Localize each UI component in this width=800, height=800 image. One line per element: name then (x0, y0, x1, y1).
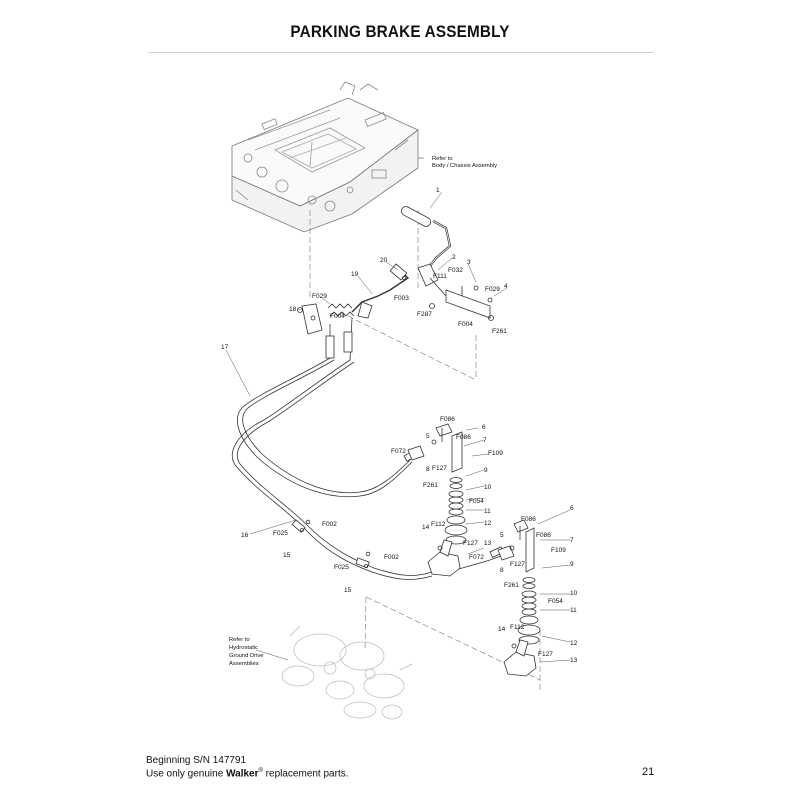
callout-label: 15 (283, 552, 291, 559)
callout-label: 6 (570, 505, 574, 512)
callout-label: 12 (570, 640, 578, 647)
callout-label: 17 (221, 344, 229, 351)
callout-label: F109 (488, 450, 503, 457)
hydro-note-line1: Refer to (229, 637, 250, 643)
callout-label: F127 (510, 561, 525, 568)
callout-label: 3 (467, 259, 471, 266)
callout-label: 11 (484, 508, 491, 515)
callout-label: F109 (551, 547, 566, 554)
cable-upper-ends (325, 317, 353, 361)
callout-label: F112 (431, 521, 446, 528)
callout-label: 5 (426, 433, 430, 440)
title-divider (148, 52, 654, 53)
callout-label: 8 (500, 567, 504, 574)
callout-label: F086 (456, 434, 471, 441)
callout-label: 19 (351, 271, 359, 278)
callout-label: F002 (322, 521, 337, 528)
callout-label: 9 (570, 561, 574, 568)
callout-label: 1 (436, 187, 440, 194)
callout-label: F054 (548, 598, 563, 605)
chassis-note-line2: Body / Chassis Assembly (432, 163, 497, 169)
footer-suffix: replacement parts. (262, 768, 349, 780)
footer-reg-mark: ® (258, 768, 263, 774)
callout-label: F004 (330, 313, 345, 320)
hydro-note-line4: Assemblies (229, 661, 259, 667)
page-number: 21 (642, 766, 655, 778)
linkage-rod (351, 263, 410, 313)
callout-label: 20 (380, 257, 388, 264)
hydro-note-line3: Ground Drive (229, 653, 263, 659)
footer: Beginning S/N 147791 Use only genuine Wa… (146, 755, 349, 779)
footer-brand: Walker (226, 768, 259, 780)
callout-label: F072 (391, 448, 406, 455)
callout-label: F054 (469, 498, 484, 505)
callout-label: F029 (485, 286, 500, 293)
callout-label: 5 (500, 532, 504, 539)
callout-label: 11 (570, 607, 577, 614)
callout-label: 16 (241, 532, 249, 539)
callout-label: F261 (504, 582, 519, 589)
callout-label: F127 (538, 651, 553, 658)
callout-label: F029 (312, 293, 327, 300)
brake-stack-left (407, 423, 468, 577)
brake-handle (400, 206, 452, 267)
cable-17 (237, 357, 413, 498)
callout-label: 9 (484, 467, 488, 474)
callout-label: 12 (484, 520, 492, 527)
callout-label: F086 (521, 516, 536, 523)
leader-lines (225, 191, 571, 663)
cable-end-springs (297, 301, 373, 335)
callout-label: 10 (570, 590, 578, 597)
callout-label: F002 (384, 554, 399, 561)
callout-label: F086 (440, 416, 455, 423)
brake-stack-right (497, 519, 541, 677)
callout-label: 8 (426, 466, 430, 473)
hydrostatic-drive-ghost (281, 625, 413, 720)
callout-label: F261 (492, 328, 507, 335)
callout-label: F111 (433, 273, 447, 280)
callout-label: F127 (432, 465, 447, 472)
footer-serial: Beginning S/N 147791 (146, 755, 247, 766)
callout-label: 15 (344, 587, 352, 594)
brake-lever (417, 263, 494, 321)
callout-label: F004 (458, 321, 473, 328)
callout-label: 2 (452, 254, 456, 261)
chassis-body (231, 81, 419, 233)
cable-fittings (291, 449, 504, 569)
footer-disclaimer: Use only genuine Walker® replacement par… (146, 766, 349, 779)
hydro-note-line2: Hydrostatic (229, 645, 258, 651)
callout-label: F003 (394, 295, 409, 302)
callout-label: F025 (273, 530, 288, 537)
callout-label: 4 (504, 283, 508, 290)
callout-label: F261 (423, 482, 438, 489)
callout-label: 7 (570, 537, 574, 544)
page-title: PARKING BRAKE ASSEMBLY (290, 22, 510, 41)
callout-label: 10 (484, 484, 492, 491)
callout-label: F086 (536, 532, 551, 539)
callout-label: 14 (498, 626, 506, 633)
callout-label: F112 (510, 624, 525, 631)
callout-label: F287 (417, 311, 432, 318)
chassis-note-line1: Refer to (432, 156, 453, 162)
callout-label: 18 (289, 306, 297, 313)
callout-label: 7 (483, 437, 487, 444)
callout-label: F072 (469, 554, 484, 561)
callout-label: F032 (448, 267, 463, 274)
footer-prefix: Use only genuine (146, 768, 227, 780)
callout-label: 13 (570, 657, 578, 664)
callout-label: 6 (482, 424, 486, 431)
alignment-lines (309, 210, 541, 690)
callout-label: F127 (463, 540, 478, 547)
callout-label: 14 (422, 524, 430, 531)
callout-label: 13 (484, 540, 492, 547)
callout-label: F025 (334, 564, 349, 571)
